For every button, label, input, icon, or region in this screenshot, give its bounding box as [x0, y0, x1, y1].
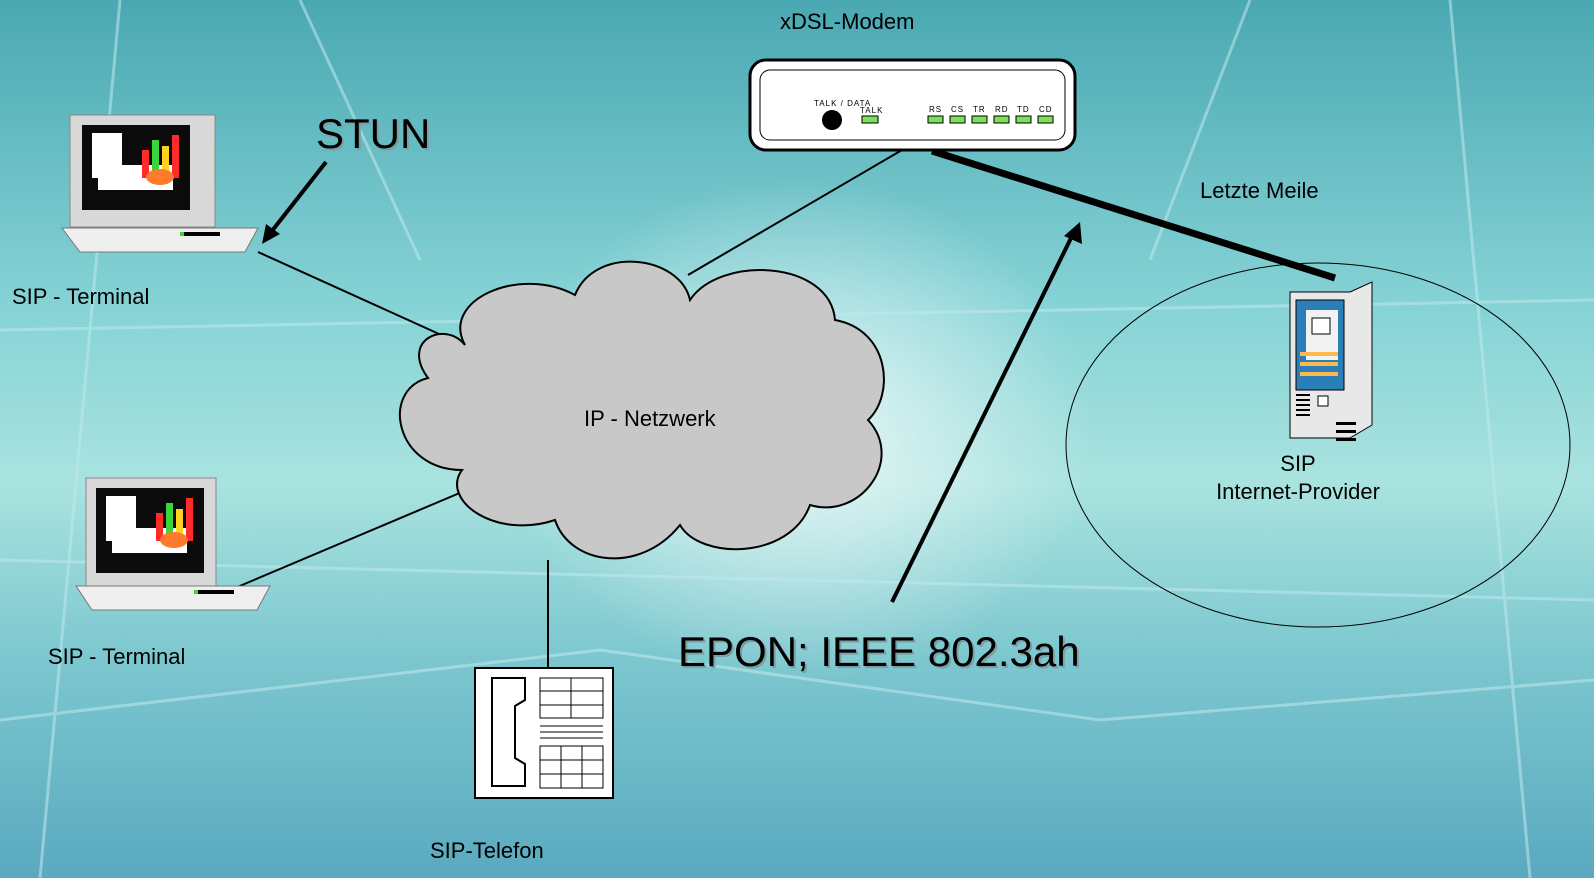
modem-led-label-td: TD — [1017, 105, 1030, 114]
modem-led-td — [1015, 115, 1032, 124]
sip-terminal-bottom-computer — [75, 477, 271, 611]
modem-label: xDSL-Modem — [780, 9, 915, 34]
link-terminal-bottom — [234, 491, 463, 589]
modem-led-rd — [993, 115, 1010, 124]
modem-led-rs — [927, 115, 944, 124]
modem-talk-data-label: TALK / DATA — [814, 99, 871, 108]
stun-arrow — [266, 160, 328, 238]
stun-arrowhead — [262, 224, 280, 244]
modem-led-label-rd: RD — [995, 105, 1009, 114]
modem-led-tr — [971, 115, 988, 124]
stun-label: STUN — [316, 110, 431, 157]
last-mile-line — [930, 147, 1337, 282]
sip-terminal-top-computer — [61, 114, 259, 253]
provider-label-line2: Internet-Provider — [1216, 479, 1380, 504]
modem-led-label-tr: TR — [973, 105, 986, 114]
provider-label-line1: SIP — [1280, 451, 1316, 476]
link-terminal-top — [257, 251, 471, 349]
epon-label: EPON; IEEE 802.3ah — [678, 628, 1080, 675]
modem-button — [822, 110, 842, 130]
phone-handset — [491, 677, 526, 787]
sip-phone — [474, 667, 614, 799]
phone-label: SIP-Telefon — [430, 838, 544, 863]
modem-led-label-cd: CD — [1039, 105, 1053, 114]
terminal-top-label: SIP - Terminal — [12, 284, 150, 309]
modem-led-cd — [1037, 115, 1054, 124]
modem-led-cs — [949, 115, 966, 124]
provider-server — [1289, 281, 1373, 441]
last-mile-label: Letzte Meile — [1200, 178, 1319, 203]
epon-arrow — [890, 231, 1076, 603]
link-modem — [687, 149, 903, 276]
modem-talk-label: TALK — [860, 106, 883, 115]
provider-label: SIP Internet-Provider — [1198, 450, 1398, 506]
epon-arrowhead — [1064, 222, 1082, 244]
modem-talk-led — [861, 115, 879, 124]
modem-led-label-cs: CS — [951, 105, 964, 114]
modem-led-label-rs: RS — [929, 105, 942, 114]
ip-network-cloud — [398, 260, 885, 560]
ip-network-label: IP - Netzwerk — [584, 406, 716, 431]
provider-ellipse — [1065, 262, 1571, 628]
xdsl-modem: TALK / DATA TALK RS CS TR RD TD CD — [748, 58, 1077, 152]
terminal-bottom-label: SIP - Terminal — [48, 644, 186, 669]
